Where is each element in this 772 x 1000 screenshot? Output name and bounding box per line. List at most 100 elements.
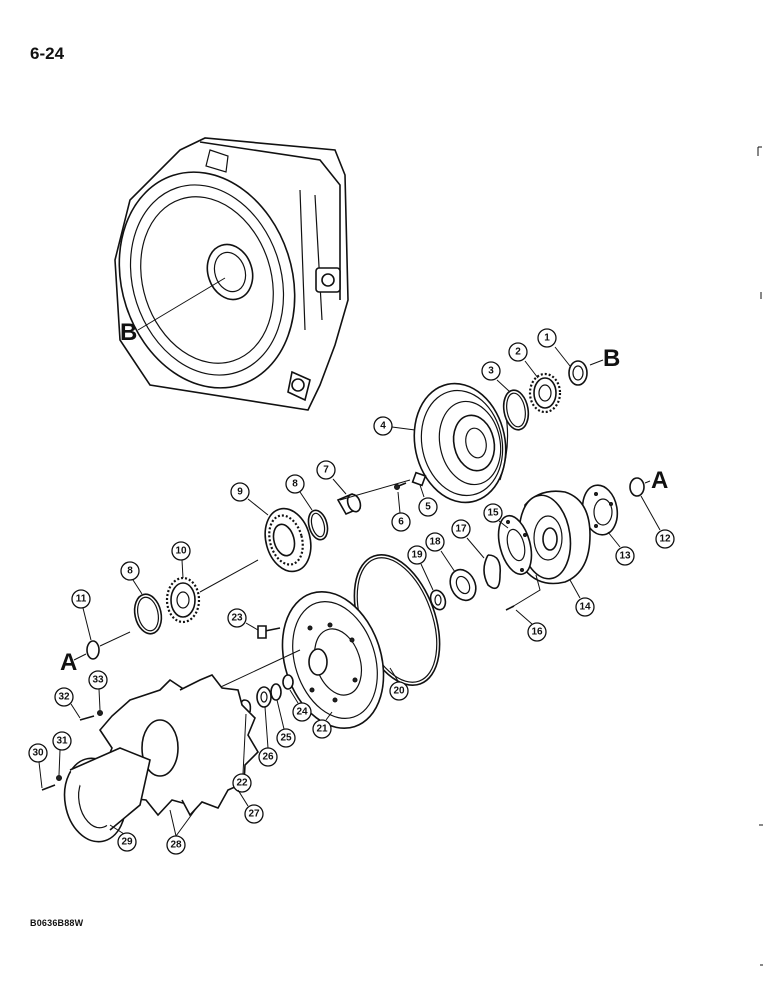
callout-12: 12 [640, 495, 675, 549]
callout-24: 24 [289, 689, 312, 722]
svg-text:33: 33 [92, 675, 104, 686]
callout-30: 30 [28, 743, 48, 789]
part-32-bolt [79, 715, 95, 721]
svg-text:17: 17 [455, 524, 467, 535]
svg-text:22: 22 [236, 778, 248, 789]
part-23-bolt [257, 625, 281, 639]
svg-text:1: 1 [544, 333, 550, 344]
reference-a-left: A [60, 649, 87, 676]
part-10-gear [165, 559, 259, 624]
svg-text:28: 28 [170, 840, 182, 851]
part-21-flexplate [209, 590, 385, 730]
callout-10: 10 [171, 541, 191, 579]
callout-29: 29 [109, 824, 137, 852]
svg-text:21: 21 [316, 724, 328, 735]
svg-text:25: 25 [280, 733, 292, 744]
part-11-snap-ring [86, 631, 131, 660]
svg-text:29: 29 [121, 837, 133, 848]
callout-9: 9 [230, 482, 269, 516]
svg-text:13: 13 [619, 551, 631, 562]
part-18-bearing [449, 568, 477, 602]
part-6-screw [394, 482, 407, 490]
part-7-sleeve [336, 492, 362, 516]
part-27-flex-disk-rear [179, 674, 260, 817]
callout-31: 31 [52, 731, 72, 776]
callout-21: 21 [312, 711, 333, 739]
svg-text:A: A [60, 649, 77, 676]
svg-text:30: 30 [32, 748, 44, 759]
part-17-snap-ring [483, 554, 502, 590]
svg-text:31: 31 [56, 736, 68, 747]
part-13-hub [581, 484, 619, 536]
page-number: 6-24 [30, 44, 65, 63]
callout-28: 28 [166, 805, 199, 855]
svg-text:18: 18 [429, 537, 441, 548]
part-29-ring-plate [63, 747, 151, 843]
svg-text:4: 4 [380, 421, 386, 432]
scan-marks [757, 146, 763, 966]
callout-15: 15 [483, 503, 509, 529]
callout-25: 25 [276, 699, 296, 748]
part-15-plate [497, 514, 533, 576]
part-26-bushing [256, 686, 272, 708]
callout-2: 2 [508, 342, 539, 379]
callout-1: 1 [537, 328, 571, 367]
callout-23: 23 [227, 608, 259, 631]
part-5-lock [411, 471, 427, 487]
part-25-seal [270, 683, 282, 701]
reference-b-right: B [589, 345, 620, 372]
svg-text:8: 8 [292, 479, 298, 490]
callout-33: 33 [88, 670, 108, 711]
part-1-bearing [568, 360, 588, 386]
svg-text:2: 2 [515, 347, 521, 358]
callout-11: 11 [71, 589, 92, 641]
svg-text:B: B [603, 345, 620, 372]
svg-text:7: 7 [323, 465, 329, 476]
svg-text:23: 23 [231, 613, 243, 624]
callout-14: 14 [569, 579, 595, 617]
callout-26: 26 [258, 706, 278, 767]
svg-text:26: 26 [262, 752, 274, 763]
svg-text:32: 32 [58, 692, 70, 703]
part-12-snap-ring [629, 477, 651, 497]
part-9-bearing [264, 479, 411, 573]
part-31-washer [56, 775, 62, 781]
svg-text:A: A [651, 467, 668, 494]
svg-text:B: B [120, 319, 137, 346]
part-14-turbine [518, 490, 591, 585]
callout-6: 6 [391, 491, 411, 532]
callout-20: 20 [389, 667, 409, 701]
part-3-o-ring [502, 389, 530, 431]
part-16-screw [505, 574, 541, 611]
callout-3: 3 [481, 361, 511, 393]
svg-text:11: 11 [76, 594, 87, 605]
svg-text:8: 8 [127, 566, 133, 577]
reference-a-right: A [651, 467, 668, 494]
callout-8-upper: 8 [285, 474, 313, 511]
part-2-gear [528, 372, 562, 414]
svg-text:9: 9 [237, 487, 243, 498]
callout-7: 7 [316, 460, 347, 495]
svg-text:10: 10 [175, 546, 187, 557]
callout-27: 27 [237, 789, 264, 824]
callout-17: 17 [451, 519, 485, 559]
callout-32: 32 [54, 687, 81, 719]
part-24-seal [282, 674, 294, 690]
part-33-washer [97, 710, 103, 716]
svg-text:15: 15 [487, 508, 499, 519]
svg-text:16: 16 [531, 627, 543, 638]
part-30-bolt [41, 784, 56, 791]
callout-13: 13 [607, 531, 635, 566]
svg-text:12: 12 [659, 534, 671, 545]
callout-18: 18 [425, 532, 456, 573]
reference-b-left: B [120, 277, 226, 346]
callout-4: 4 [373, 416, 416, 436]
callout-8-lower: 8 [120, 561, 143, 595]
part-8-o-ring-lower [133, 593, 163, 635]
callout-5: 5 [418, 484, 438, 517]
svg-text:3: 3 [488, 366, 494, 377]
part-4-plate [413, 382, 509, 504]
document-code: B0636B88W [30, 918, 84, 928]
svg-text:19: 19 [411, 550, 423, 561]
